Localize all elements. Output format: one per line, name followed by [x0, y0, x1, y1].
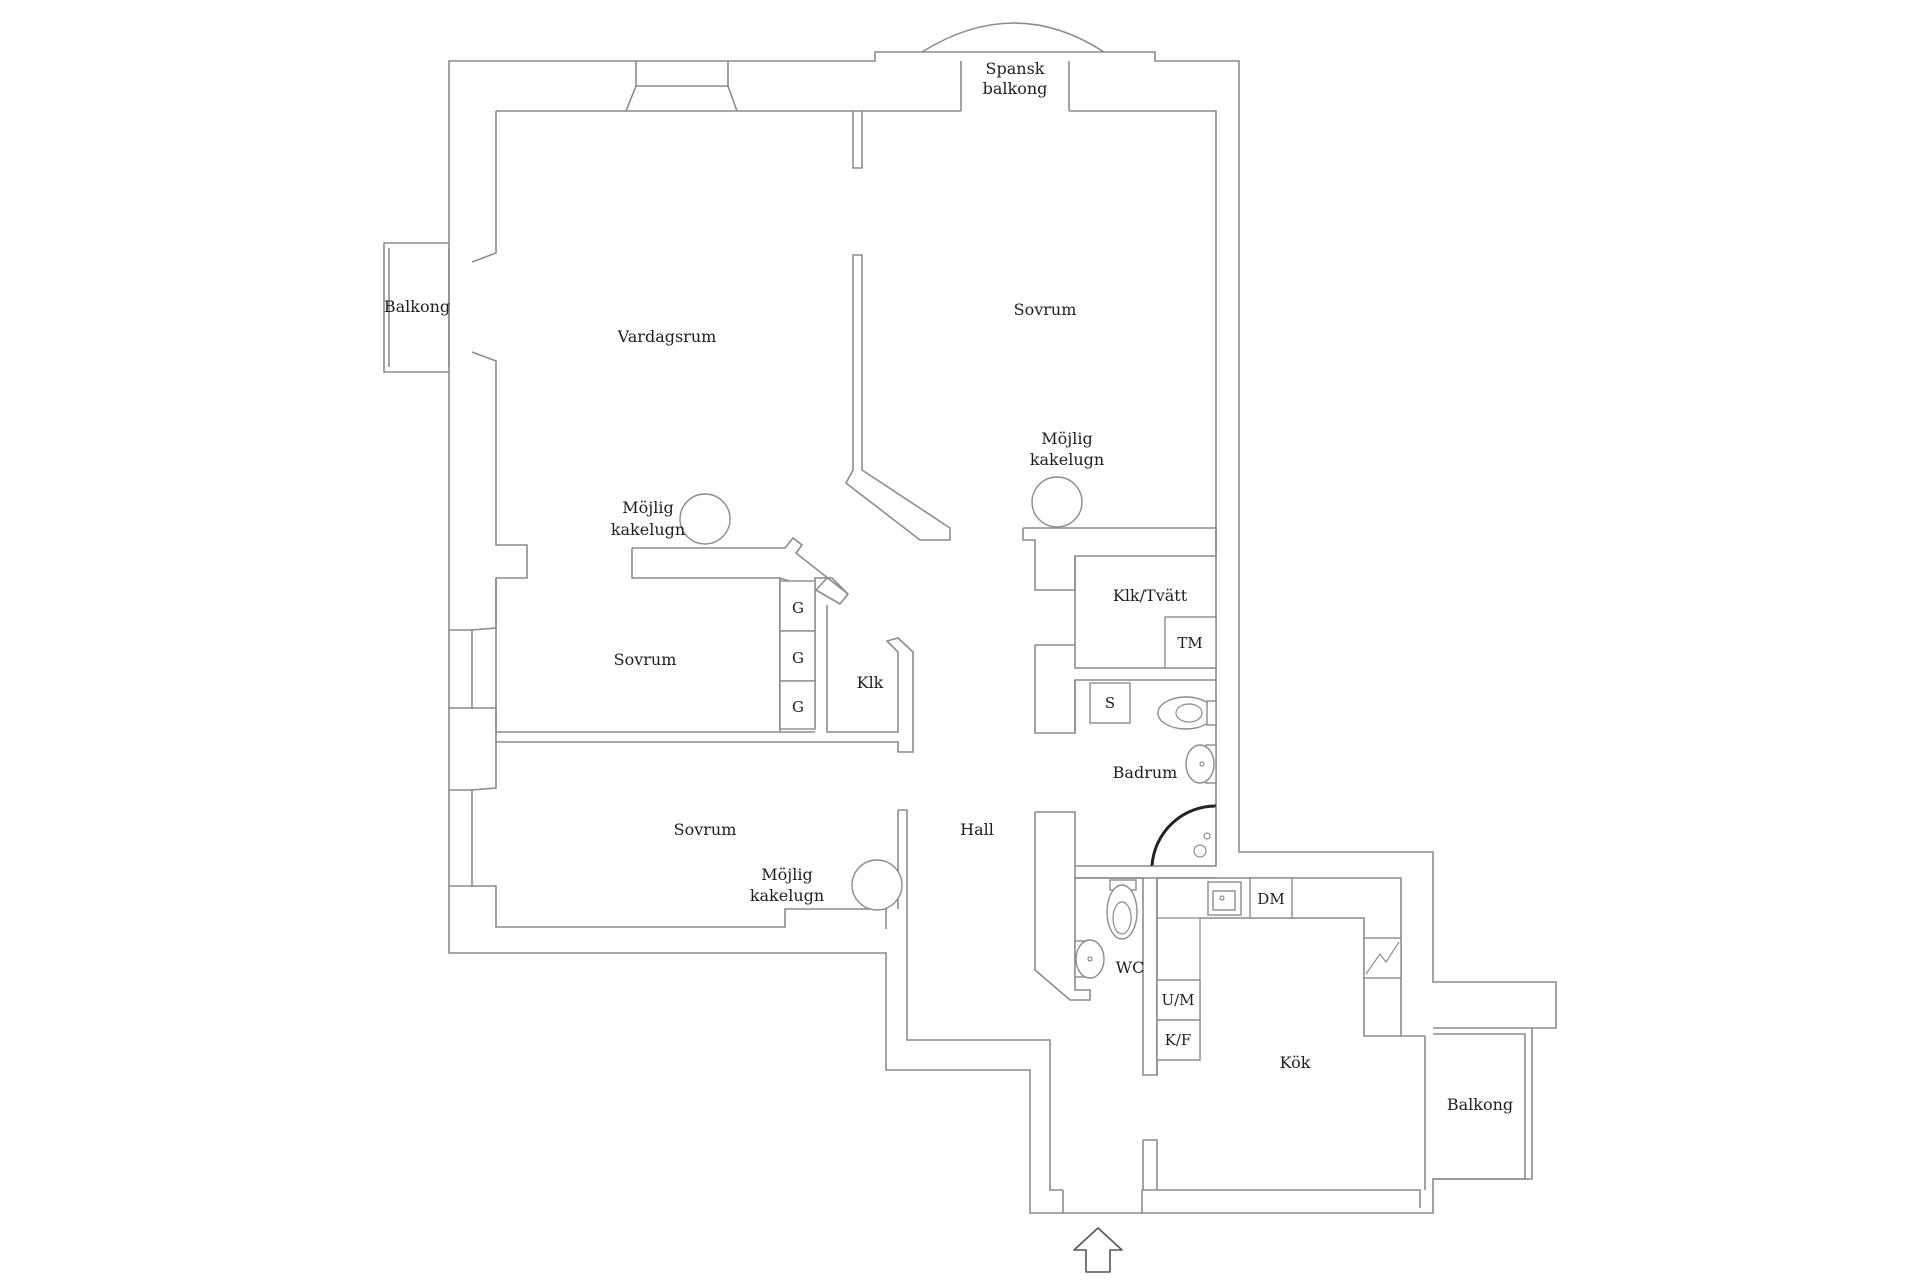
shower-door-arc-icon: [1150, 804, 1217, 867]
fixtures: [779, 580, 1402, 1061]
stove-south-bedroom-circle: [851, 859, 903, 911]
wall-badrum: [1035, 526, 1217, 879]
outer-walls: [383, 22, 1557, 1214]
label-oven: U/M: [1161, 991, 1194, 1009]
spanish-balcony-jambs: [960, 61, 1070, 111]
ventilation-shaft-icon: [1363, 937, 1402, 979]
entrance-opening: [1062, 1190, 1143, 1213]
up-arrow-icon: [1073, 1227, 1123, 1273]
stove-living-circle: [679, 493, 731, 545]
label-stove-south-2: kakelugn: [750, 886, 824, 905]
shower-drain-icon: [1193, 844, 1207, 858]
wall-wc: [1034, 812, 1425, 1076]
toilet-badrum-icon: [1157, 696, 1217, 730]
spanish-balcony-arc: [921, 22, 1105, 53]
label-klk-tvatt: Klk/Tvätt: [1113, 586, 1188, 605]
label-fridge: K/F: [1165, 1031, 1192, 1049]
label-sovrum-north: Sovrum: [1014, 300, 1077, 319]
sink-badrum-icon: [1185, 744, 1217, 784]
label-vardagsrum: Vardagsrum: [617, 327, 717, 346]
label-balkong-east: Balkong: [1447, 1095, 1513, 1114]
wall-klk: [495, 605, 914, 753]
label-klk: Klk: [857, 673, 884, 692]
wall-hall-west: [897, 809, 1063, 1191]
shower-tray-icon: [1152, 806, 1217, 867]
dishwasher-box: [1249, 877, 1293, 919]
label-stove-living-1: Möjlig: [622, 498, 673, 517]
label-sovrum-middle: Sovrum: [614, 650, 677, 669]
label-kok: Kök: [1280, 1053, 1311, 1072]
balcony-east-outline: [1433, 1027, 1532, 1180]
label-wardrobe-3: G: [792, 698, 804, 716]
window-niche-west-1: [449, 629, 473, 709]
wardrobe-3-box: [779, 680, 816, 730]
label-badrum: Badrum: [1113, 763, 1178, 782]
label-spansk-balkong-2: balkong: [983, 79, 1048, 98]
stove-north-bedroom-circle: [1031, 476, 1083, 528]
window-niche-west-2: [449, 789, 473, 887]
label-wardrobe-1: G: [792, 599, 804, 617]
label-stove-north-2: kakelugn: [1030, 450, 1104, 469]
balcony-west-outline: [383, 242, 450, 373]
label-wc: WC: [1116, 958, 1145, 977]
label-balkong-west: Balkong: [384, 297, 450, 316]
label-hall: Hall: [960, 820, 994, 839]
fridge-box: [1156, 1019, 1201, 1061]
washing-machine-box: [1164, 616, 1217, 669]
sink-kitchen-icon: [1207, 881, 1242, 916]
oven-box: [1156, 979, 1201, 1021]
label-stove-north-1: Möjlig: [1041, 429, 1092, 448]
shower-head-icon: [1203, 832, 1211, 840]
outer-wall-outline: [448, 51, 1557, 1214]
wall-bedroom-north-bottom: [1022, 526, 1217, 591]
window-niche-top: [625, 61, 738, 112]
label-washing-machine: TM: [1177, 634, 1202, 652]
toilet-wc-icon: [1106, 879, 1138, 940]
shower-cabinet-box: [1089, 682, 1131, 724]
wall-living-bedroom-top: [852, 111, 863, 169]
label-dishwasher: DM: [1257, 890, 1284, 908]
sink-wc-icon: [1074, 939, 1105, 979]
label-sovrum-south: Sovrum: [674, 820, 737, 839]
label-wardrobe-2: G: [792, 649, 804, 667]
label-spansk-balkong-1: Spansk: [986, 59, 1045, 78]
wall-living-bedroom-diagonal: [844, 254, 951, 541]
label-stove-living-2: kakelugn: [611, 520, 685, 539]
room-labels: Spansk balkong Balkong Vardagsrum Sovrum…: [384, 59, 1513, 1114]
label-stove-south-1: Möjlig: [761, 865, 812, 884]
label-shower-cabinet: S: [1105, 694, 1115, 712]
stoves: [679, 476, 1083, 911]
inner-wall-outline: [471, 110, 1217, 929]
